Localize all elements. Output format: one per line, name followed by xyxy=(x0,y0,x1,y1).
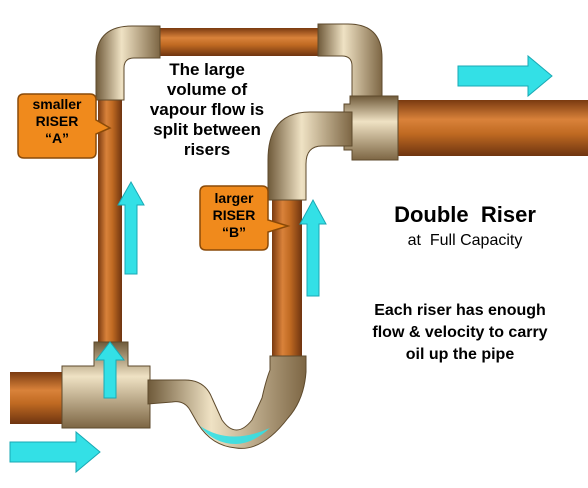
description: Each riser has enough flow & velocity to… xyxy=(340,300,580,366)
top-right-elbow xyxy=(317,23,383,101)
flow-arrow-icon xyxy=(9,430,101,474)
oil-trap-u-bend xyxy=(147,355,307,449)
callout-smaller-riser-text: smaller RISER “A” xyxy=(18,96,96,147)
smaller-riser-pipe xyxy=(98,95,122,353)
diagram-subtitle: at Full Capacity xyxy=(407,232,523,249)
note-line: risers xyxy=(183,140,231,159)
callout-line: larger xyxy=(214,190,254,206)
flow-arrow-icon xyxy=(117,180,145,275)
flow-arrow-icon xyxy=(457,54,553,98)
note-line: split between xyxy=(153,120,261,139)
callout-line: “A” xyxy=(44,130,70,146)
top-left-elbow xyxy=(95,25,161,101)
callout-line: RISER xyxy=(212,207,256,223)
inlet-pipe xyxy=(10,372,66,424)
outlet-tee xyxy=(343,95,399,161)
callout-larger-riser xyxy=(199,185,291,251)
description-line: oil up the pipe xyxy=(405,346,515,363)
note-line: vapour flow is xyxy=(149,100,265,119)
callout-line: smaller xyxy=(32,96,82,112)
diagram-title: Double Riser xyxy=(394,202,536,227)
callout-line: RISER xyxy=(35,113,79,129)
description-line: flow & velocity to carry xyxy=(372,324,548,341)
outlet-pipe xyxy=(395,100,588,156)
larger-riser-pipe xyxy=(272,195,302,365)
flow-arrow-icon xyxy=(299,198,327,297)
callout-smaller-riser xyxy=(17,93,112,159)
center-note: The large volume of vapour flow is split… xyxy=(128,60,286,160)
callout-line: “B” xyxy=(221,224,247,240)
flow-arrow-icon xyxy=(94,341,126,399)
callout-larger-riser-text: larger RISER “B” xyxy=(200,190,268,241)
oil-pool xyxy=(200,426,270,444)
description-line: Each riser has enough xyxy=(374,302,546,319)
note-line: The large xyxy=(169,60,245,79)
note-line: volume of xyxy=(166,80,248,99)
